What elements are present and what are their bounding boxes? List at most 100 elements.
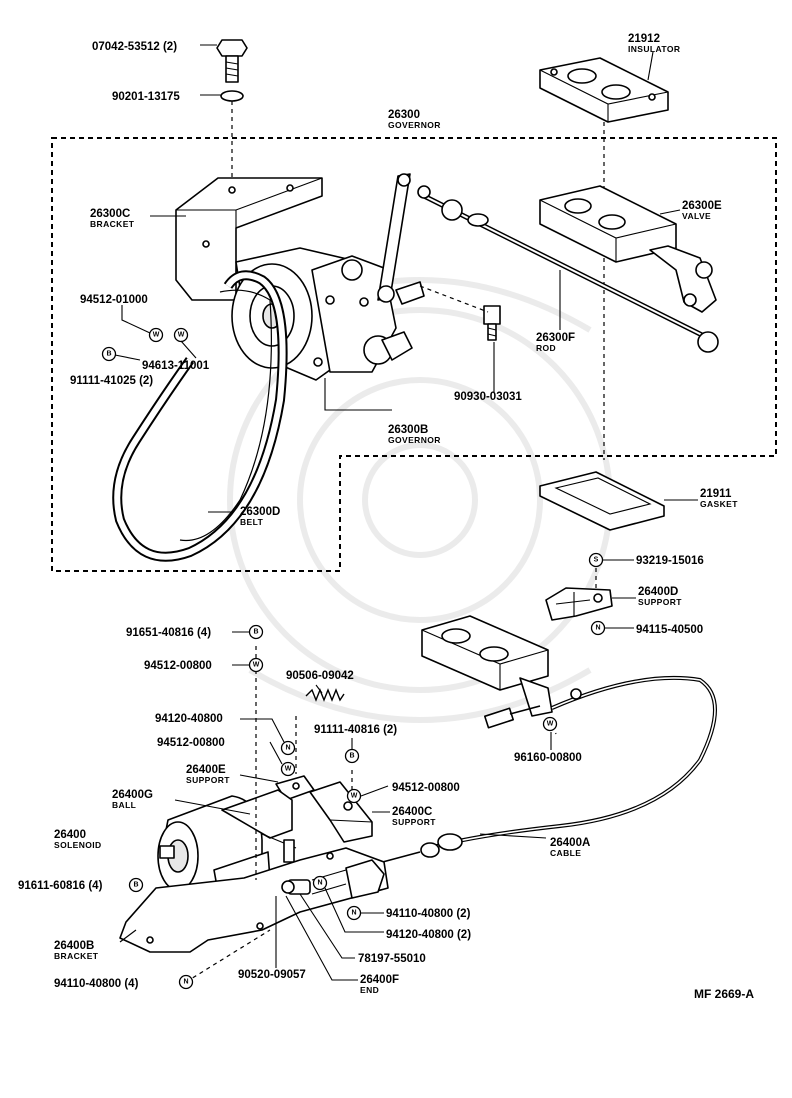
label-26400E-name: SUPPORT bbox=[186, 775, 230, 785]
spring-90506 bbox=[305, 688, 345, 702]
label-78197-55010: 78197-55010 bbox=[358, 953, 426, 965]
label-26400B-name: BRACKET bbox=[54, 951, 99, 961]
governor-valve-26300E bbox=[539, 185, 717, 313]
label-91651-40816: 91651-40816 (4) bbox=[126, 627, 211, 639]
label-26400A-name: CABLE bbox=[550, 848, 581, 858]
svg-text:B: B bbox=[133, 882, 138, 889]
bolt-symbol-91111-40816: B bbox=[344, 748, 360, 764]
insulator-21912 bbox=[539, 57, 669, 123]
label-94613-11001: 94613-11001 bbox=[142, 360, 210, 372]
svg-text:N: N bbox=[351, 910, 356, 917]
label-90930-03031: 90930-03031 bbox=[454, 391, 522, 403]
nut-symbol-94115: N bbox=[590, 620, 606, 636]
washer-symbol-94512-01000: W bbox=[148, 327, 164, 343]
label-26300F-name: ROD bbox=[536, 343, 556, 353]
svg-text:B: B bbox=[253, 629, 258, 636]
label-26400F: 26400F bbox=[360, 974, 399, 986]
label-21912-name: INSULATOR bbox=[628, 44, 680, 54]
label-26300E-name: VALVE bbox=[682, 211, 711, 221]
washer-symbol-94512-00800-mid: W bbox=[280, 761, 296, 777]
label-26300E: 26300E bbox=[682, 200, 722, 212]
svg-text:N: N bbox=[285, 745, 290, 752]
svg-text:B: B bbox=[349, 753, 354, 760]
svg-text:W: W bbox=[285, 766, 292, 773]
label-26300F: 26300F bbox=[536, 332, 575, 344]
label-26300B: 26300B bbox=[388, 424, 428, 436]
svg-text:W: W bbox=[351, 793, 358, 800]
label-26400E: 26400E bbox=[186, 764, 226, 776]
nut-symbol-94110-40800-2: N bbox=[346, 905, 362, 921]
fitting-90930 bbox=[483, 305, 501, 341]
label-94120-40800: 94120-40800 bbox=[155, 713, 223, 725]
svg-text:W: W bbox=[547, 721, 554, 728]
svg-text:W: W bbox=[253, 662, 260, 669]
label-94512-00800-right: 94512-00800 bbox=[392, 782, 460, 794]
label-26400G: 26400G bbox=[112, 789, 153, 801]
label-90506-09042: 90506-09042 bbox=[286, 670, 354, 682]
label-21911-name: GASKET bbox=[700, 499, 738, 509]
label-21911: 21911 bbox=[700, 488, 732, 500]
svg-text:W: W bbox=[178, 332, 185, 339]
governor-belt-26300D bbox=[112, 270, 288, 562]
label-91111-41025: 91111-41025 (2) bbox=[70, 375, 153, 387]
label-26300D: 26300D bbox=[240, 506, 280, 518]
label-94110-40800-2: 94110-40800 (2) bbox=[386, 908, 471, 920]
bolt-07042 bbox=[216, 39, 248, 83]
label-94512-00800-top: 94512-00800 bbox=[144, 660, 212, 672]
label-96160-00800: 96160-00800 bbox=[514, 752, 582, 764]
svg-text:W: W bbox=[153, 332, 160, 339]
label-26400F-name: END bbox=[360, 985, 379, 995]
label-94512-01000: 94512-01000 bbox=[80, 294, 148, 306]
gasket-21911 bbox=[539, 471, 665, 531]
label-91111-40816: 91111-40816 (2) bbox=[314, 724, 397, 736]
nut-symbol-94120-40800: N bbox=[280, 740, 296, 756]
label-91611-60816: 91611-60816 (4) bbox=[18, 880, 103, 892]
svg-text:N: N bbox=[183, 979, 188, 986]
label-26400D-name: SUPPORT bbox=[638, 597, 682, 607]
bolt-symbol-91611: B bbox=[128, 877, 144, 893]
label-26400G-name: BALL bbox=[112, 800, 136, 810]
svg-text:S: S bbox=[594, 557, 599, 564]
label-26300C-name: BRACKET bbox=[90, 219, 135, 229]
governor-group-boundary bbox=[51, 137, 777, 572]
svg-text:N: N bbox=[595, 625, 600, 632]
bolt-symbol-91111-41025: B bbox=[101, 346, 117, 362]
svg-text:B: B bbox=[106, 351, 111, 358]
washer-symbol-94613-11001: W bbox=[173, 327, 189, 343]
label-26400C-name: SUPPORT bbox=[392, 817, 436, 827]
governor-rod-26300F bbox=[417, 185, 719, 353]
label-94120-40800-2: 94120-40800 (2) bbox=[386, 929, 471, 941]
washer-symbol-96160: W bbox=[542, 716, 558, 732]
svg-text:N: N bbox=[317, 880, 322, 887]
washer-symbol-94512-00800-top: W bbox=[248, 657, 264, 673]
label-94110-40800-4: 94110-40800 (4) bbox=[54, 978, 139, 990]
screw-symbol-93219: S bbox=[588, 552, 604, 568]
bolt-symbol-91651: B bbox=[248, 624, 264, 640]
nut-symbol-94120-lower: N bbox=[312, 875, 328, 891]
label-26300B-name: GOVERNOR bbox=[388, 435, 441, 445]
support-26400C bbox=[309, 781, 373, 843]
label-26300D-name: BELT bbox=[240, 517, 264, 527]
leader-lines bbox=[114, 44, 698, 981]
label-94115-40500: 94115-40500 bbox=[636, 624, 703, 636]
label-21912: 21912 bbox=[628, 33, 660, 45]
diagram-reference-code: MF 2669-A bbox=[694, 987, 754, 1001]
washer-90201 bbox=[220, 90, 244, 102]
label-26300C: 26300C bbox=[90, 208, 130, 220]
label-26300-name: GOVERNOR bbox=[388, 120, 441, 130]
governor-lever bbox=[377, 173, 425, 305]
label-26400D: 26400D bbox=[638, 586, 678, 598]
label-07042-53512: 07042-53512 (2) bbox=[92, 41, 177, 53]
nut-symbol-94110-40800-4: N bbox=[178, 974, 194, 990]
support-26400D bbox=[545, 587, 613, 621]
label-26300: 26300 bbox=[388, 109, 420, 121]
washer-symbol-94512-00800-right: W bbox=[346, 788, 362, 804]
label-90201-13175: 90201-13175 bbox=[112, 91, 180, 103]
label-93219-15016: 93219-15016 bbox=[636, 555, 704, 567]
end-26400F bbox=[281, 859, 385, 899]
label-94512-00800-mid: 94512-00800 bbox=[157, 737, 225, 749]
cable-26400A bbox=[359, 675, 717, 869]
label-26400: 26400 bbox=[54, 829, 86, 841]
label-26400-name: SOLENOID bbox=[54, 840, 102, 850]
